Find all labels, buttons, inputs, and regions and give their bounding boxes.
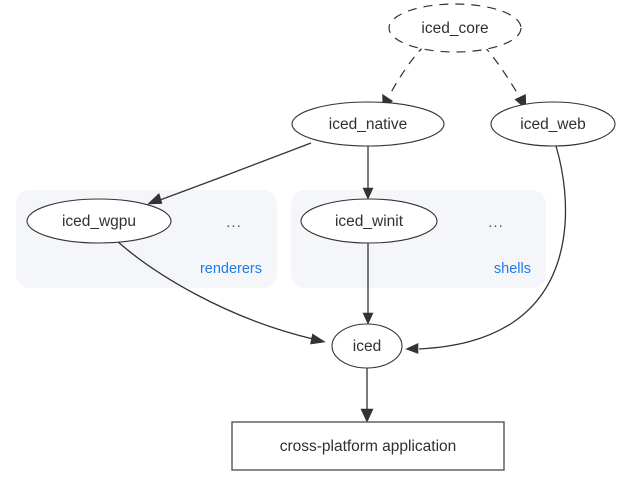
node-iced-core[interactable]: iced_core — [388, 3, 522, 53]
edge-iced-to-application — [360, 368, 374, 423]
cluster-renderers-ellipsis: ... — [226, 214, 242, 231]
cluster-shells-ellipsis: ... — [488, 214, 504, 231]
node-iced-native-shape[interactable] — [291, 101, 445, 147]
edge-core-to-web — [482, 44, 527, 110]
cluster-renderers-label: renderers — [200, 261, 262, 277]
edge-wgpu-to-iced — [116, 240, 326, 345]
edge-winit-to-iced — [362, 243, 374, 325]
node-iced-winit-shape[interactable] — [300, 198, 438, 244]
node-application[interactable]: cross-platform application — [231, 421, 505, 471]
node-iced[interactable]: iced — [331, 323, 403, 369]
node-iced-web[interactable]: iced_web — [490, 101, 616, 147]
edge-web-to-iced — [405, 145, 567, 354]
edge-native-to-wgpu-arrowhead — [147, 192, 163, 205]
node-iced-winit[interactable]: iced_winit — [300, 198, 438, 244]
edge-native-to-wgpu-line — [159, 142, 312, 201]
node-iced-core-label: iced_core — [421, 20, 488, 37]
edge-core-to-native — [382, 44, 426, 110]
node-iced-shape[interactable] — [331, 323, 403, 369]
node-iced-label: iced — [353, 338, 381, 355]
node-iced-wgpu-shape[interactable] — [26, 198, 172, 244]
edge-native-to-wgpu — [147, 142, 312, 205]
node-iced-web-label: iced_web — [520, 116, 586, 133]
edge-native-to-winit — [362, 146, 374, 200]
edge-wgpu-to-iced-arrowhead — [310, 333, 326, 345]
node-iced-winit-label: iced_winit — [335, 213, 404, 230]
node-iced-wgpu-label: iced_wgpu — [62, 213, 136, 230]
edge-wgpu-to-iced-line — [116, 240, 314, 340]
edge-web-to-iced-arrowhead — [405, 343, 419, 354]
edge-core-to-web-line — [482, 44, 520, 97]
edge-iced-to-application-arrowhead — [360, 408, 374, 423]
node-iced-wgpu[interactable]: iced_wgpu — [26, 198, 172, 244]
node-iced-core-shape[interactable] — [388, 3, 522, 53]
node-iced-web-shape[interactable] — [490, 101, 616, 147]
edge-winit-to-iced-arrowhead — [362, 312, 374, 325]
edge-core-to-native-line — [388, 44, 426, 97]
node-application-label: cross-platform application — [280, 438, 457, 455]
node-iced-native-label: iced_native — [329, 116, 407, 133]
node-application-shape[interactable] — [231, 421, 505, 471]
node-iced-native[interactable]: iced_native — [291, 101, 445, 147]
cluster-shells-label: shells — [494, 261, 531, 277]
edge-web-to-iced-line — [418, 145, 567, 350]
edge-native-to-winit-arrowhead — [362, 187, 374, 200]
